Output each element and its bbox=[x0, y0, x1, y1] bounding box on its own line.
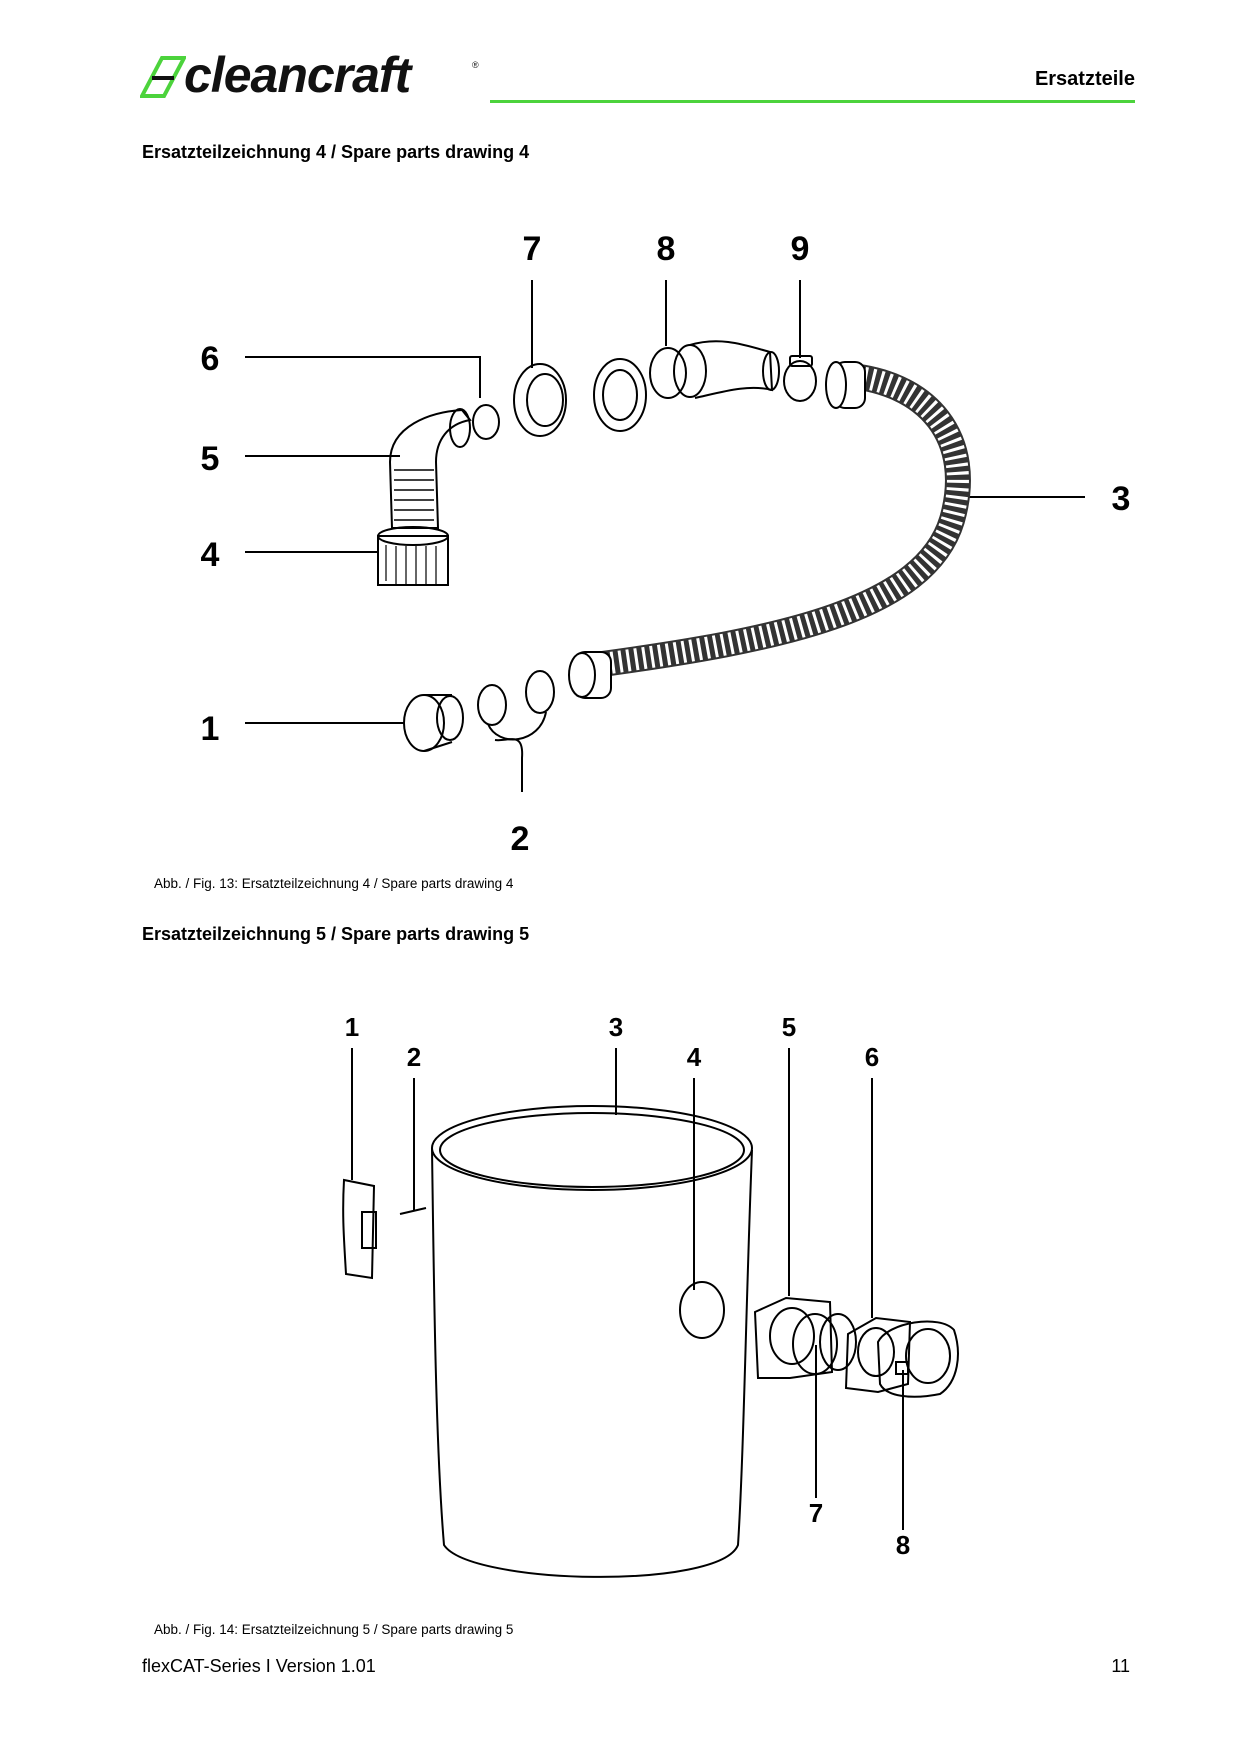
drawing4-title: Ersatzteilzeichnung 4 / Spare parts draw… bbox=[142, 142, 530, 162]
drawing4-label-4: 4 bbox=[201, 536, 220, 574]
drawing4-label-9: 9 bbox=[791, 230, 810, 268]
logo-mark-icon bbox=[140, 56, 186, 98]
drawing4-label-3: 3 bbox=[1112, 480, 1131, 518]
drawing5-label-1: 1 bbox=[345, 1012, 359, 1042]
drawing5-caption: Abb. / Fig. 14: Ersatzteilzeichnung 5 / … bbox=[154, 1622, 514, 1637]
section-header: Ersatzteile bbox=[1034, 68, 1135, 90]
footer-document-version: flexCAT-Series I Version 1.01 bbox=[142, 1656, 376, 1676]
header-divider bbox=[490, 100, 1135, 103]
drawing4-label-1: 1 bbox=[201, 710, 220, 748]
drawing4-label-6: 6 bbox=[201, 340, 220, 378]
drawing4-label-8: 8 bbox=[657, 230, 676, 268]
drawing4-label-5: 5 bbox=[201, 440, 220, 478]
drawing4-label-7: 7 bbox=[523, 230, 542, 268]
drawing5-label-6: 6 bbox=[865, 1042, 879, 1072]
drawing5-label-4: 4 bbox=[687, 1042, 702, 1072]
drawing5-label-3: 3 bbox=[609, 1012, 623, 1042]
brand-registered-mark: ® bbox=[472, 60, 479, 70]
drawing5-label-5: 5 bbox=[782, 1012, 796, 1042]
brand-name: cleancraft bbox=[184, 47, 411, 103]
drawing5-label-8: 8 bbox=[896, 1530, 910, 1560]
drawing5-label-7: 7 bbox=[809, 1498, 823, 1528]
brand-logo: cleancraft ® bbox=[140, 47, 480, 104]
drawing4-label-2: 2 bbox=[511, 820, 530, 858]
drawing5-title: Ersatzteilzeichnung 5 / Spare parts draw… bbox=[142, 924, 530, 944]
drawing4-caption: Abb. / Fig. 13: Ersatzteilzeichnung 4 / … bbox=[154, 876, 514, 891]
drawing5-label-2: 2 bbox=[407, 1042, 421, 1072]
footer-page-number: 11 bbox=[1111, 1656, 1130, 1676]
